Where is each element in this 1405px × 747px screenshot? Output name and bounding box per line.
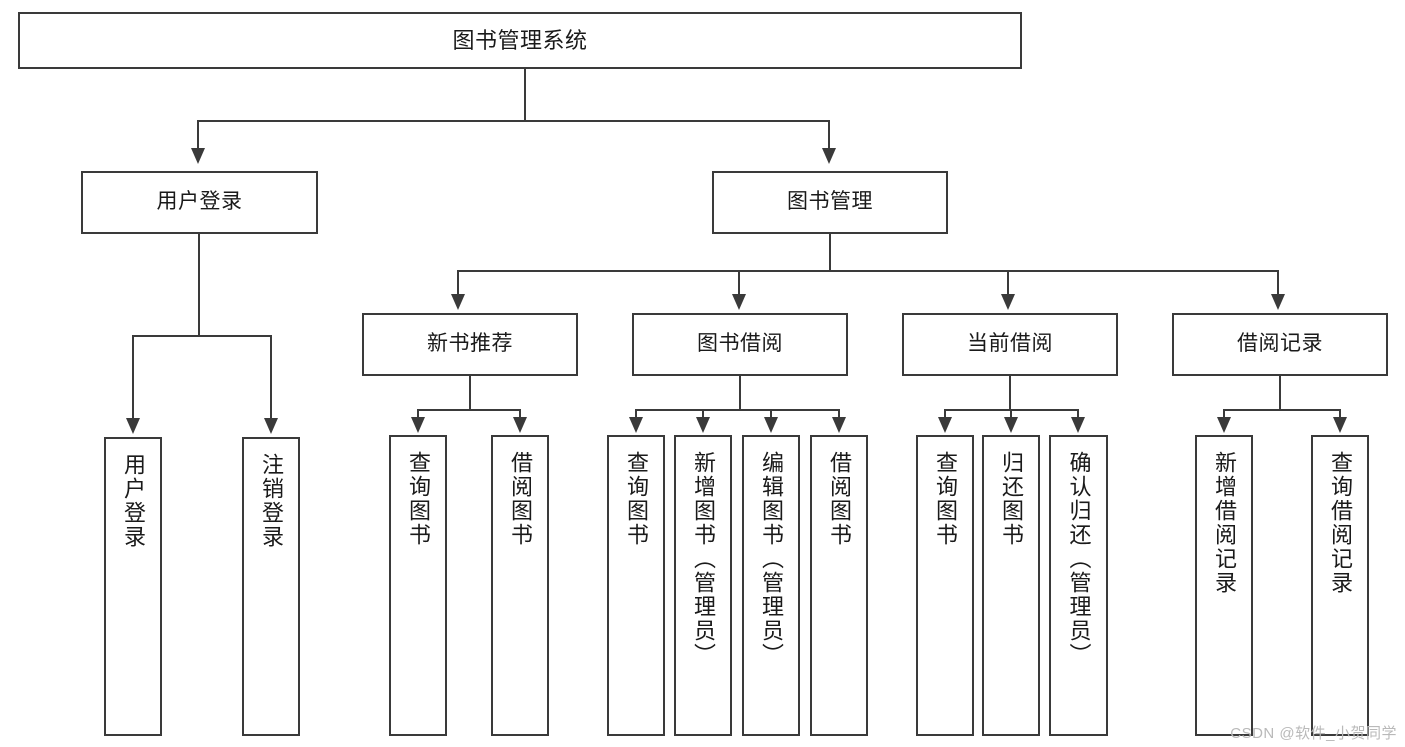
node-label: 用户登录	[121, 453, 146, 549]
arrow-to-book-borrow	[732, 294, 746, 310]
connector-current-borrow-to-leaf-3	[1077, 409, 1079, 419]
leaf-add-borrow-record[interactable]: 新增借阅记录	[1195, 435, 1253, 736]
arrow-book-borrow-to-leaf-4	[832, 417, 846, 433]
connector-borrow-record-bar	[1223, 409, 1341, 411]
node-current-borrow[interactable]: 当前借阅	[902, 313, 1118, 376]
arrow-to-new-book	[451, 294, 465, 310]
connector-borrow-record-stem	[1279, 376, 1281, 410]
arrow-new-book-to-leaf-2	[513, 417, 527, 433]
leaf-query-borrow-record[interactable]: 查询借阅记录	[1311, 435, 1369, 736]
connector-to-book-borrow	[738, 270, 740, 296]
leaf-query-book-borrow[interactable]: 查询图书	[607, 435, 665, 736]
leaf-query-book-current[interactable]: 查询图书	[916, 435, 974, 736]
node-label: 图书管理	[787, 190, 873, 214]
node-label: 查询图书	[624, 451, 649, 547]
node-new-book-recommend[interactable]: 新书推荐	[362, 313, 578, 376]
connector-level3-bar	[457, 270, 1279, 272]
node-label: 当前借阅	[967, 332, 1053, 356]
node-book-management[interactable]: 图书管理	[712, 171, 948, 234]
connector-book-borrow-to-leaf-3	[770, 409, 772, 419]
arrow-current-borrow-to-leaf-2	[1004, 417, 1018, 433]
leaf-query-book-new[interactable]: 查询图书	[389, 435, 447, 736]
arrow-root-to-user-login	[191, 148, 205, 164]
connector-book-borrow-bar	[635, 409, 839, 411]
node-label: 借阅记录	[1237, 332, 1323, 356]
connector-new-book-bar	[417, 409, 521, 411]
arrow-to-borrow-record	[1271, 294, 1285, 310]
connector-to-current-borrow	[1007, 270, 1009, 296]
node-label: 注销登录	[259, 453, 284, 549]
node-label: 查询借阅记录	[1328, 451, 1353, 595]
leaf-confirm-return-admin[interactable]: 确认归还（管理员）	[1049, 435, 1108, 736]
connector-current-borrow-to-leaf-1	[944, 409, 946, 419]
arrow-user-login-to-leaf-1	[126, 418, 140, 434]
arrow-book-borrow-to-leaf-3	[764, 417, 778, 433]
arrow-book-borrow-to-leaf-2	[696, 417, 710, 433]
leaf-logout[interactable]: 注销登录	[242, 437, 300, 736]
arrow-borrow-record-to-leaf-2	[1333, 417, 1347, 433]
node-label: 图书管理系统	[452, 27, 588, 53]
connector-borrow-record-to-leaf-1	[1223, 409, 1225, 419]
connector-borrow-record-to-leaf-2	[1339, 409, 1341, 419]
arrow-current-borrow-to-leaf-1	[938, 417, 952, 433]
node-label: 归还图书	[999, 451, 1024, 547]
arrow-borrow-record-to-leaf-1	[1217, 417, 1231, 433]
node-label: 查询图书	[933, 451, 958, 547]
leaf-borrow-book[interactable]: 借阅图书	[810, 435, 868, 736]
csdn-watermark: CSDN @软件_小贺同学	[1230, 725, 1397, 742]
connector-to-borrow-record	[1277, 270, 1279, 296]
node-label: 新增图书（管理员）	[691, 451, 716, 667]
connector-new-book-to-leaf-2	[519, 409, 521, 419]
node-book-borrow[interactable]: 图书借阅	[632, 313, 848, 376]
node-borrow-record[interactable]: 借阅记录	[1172, 313, 1388, 376]
connector-current-borrow-stem	[1009, 376, 1011, 410]
arrow-to-current-borrow	[1001, 294, 1015, 310]
node-label: 借阅图书	[508, 451, 533, 547]
leaf-return-book[interactable]: 归还图书	[982, 435, 1040, 736]
leaf-edit-book-admin[interactable]: 编辑图书（管理员）	[742, 435, 800, 736]
connector-to-new-book	[457, 270, 459, 296]
node-label: 图书借阅	[697, 332, 783, 356]
connector-new-book-to-leaf-1	[417, 409, 419, 419]
node-label: 用户登录	[156, 190, 243, 214]
connector-book-borrow-to-leaf-4	[838, 409, 840, 419]
connector-root-to-book-manage	[828, 120, 830, 150]
node-label: 确认归还（管理员）	[1066, 451, 1092, 667]
connector-book-borrow-to-leaf-1	[635, 409, 637, 419]
leaf-borrow-book-new[interactable]: 借阅图书	[491, 435, 549, 736]
connector-root-stem	[524, 69, 526, 121]
connector-user-login-to-leaf-1	[132, 335, 134, 420]
arrow-new-book-to-leaf-1	[411, 417, 425, 433]
node-label: 借阅图书	[827, 451, 852, 547]
arrow-book-borrow-to-leaf-1	[629, 417, 643, 433]
node-label: 新书推荐	[427, 332, 513, 356]
connector-user-login-bar	[132, 335, 270, 337]
leaf-add-book-admin[interactable]: 新增图书（管理员）	[674, 435, 732, 736]
connector-root-to-user-login	[197, 120, 199, 150]
connector-user-login-to-leaf-2	[270, 335, 272, 420]
arrow-root-to-book-manage	[822, 148, 836, 164]
node-label: 编辑图书（管理员）	[759, 451, 784, 667]
connector-current-borrow-to-leaf-2	[1010, 409, 1012, 419]
connector-new-book-stem	[469, 376, 471, 410]
connector-book-borrow-stem	[739, 376, 741, 410]
connector-book-borrow-to-leaf-2	[702, 409, 704, 419]
arrow-current-borrow-to-leaf-3	[1071, 417, 1085, 433]
connector-user-login-stem	[198, 234, 200, 336]
node-label: 查询图书	[406, 451, 431, 547]
node-root-system[interactable]: 图书管理系统	[18, 12, 1022, 69]
node-user-login[interactable]: 用户登录	[81, 171, 318, 234]
arrow-user-login-to-leaf-2	[264, 418, 278, 434]
connector-book-manage-stem	[829, 234, 831, 271]
connector-root-bar	[197, 120, 829, 122]
node-label: 新增借阅记录	[1212, 451, 1237, 595]
leaf-user-login[interactable]: 用户登录	[104, 437, 162, 736]
